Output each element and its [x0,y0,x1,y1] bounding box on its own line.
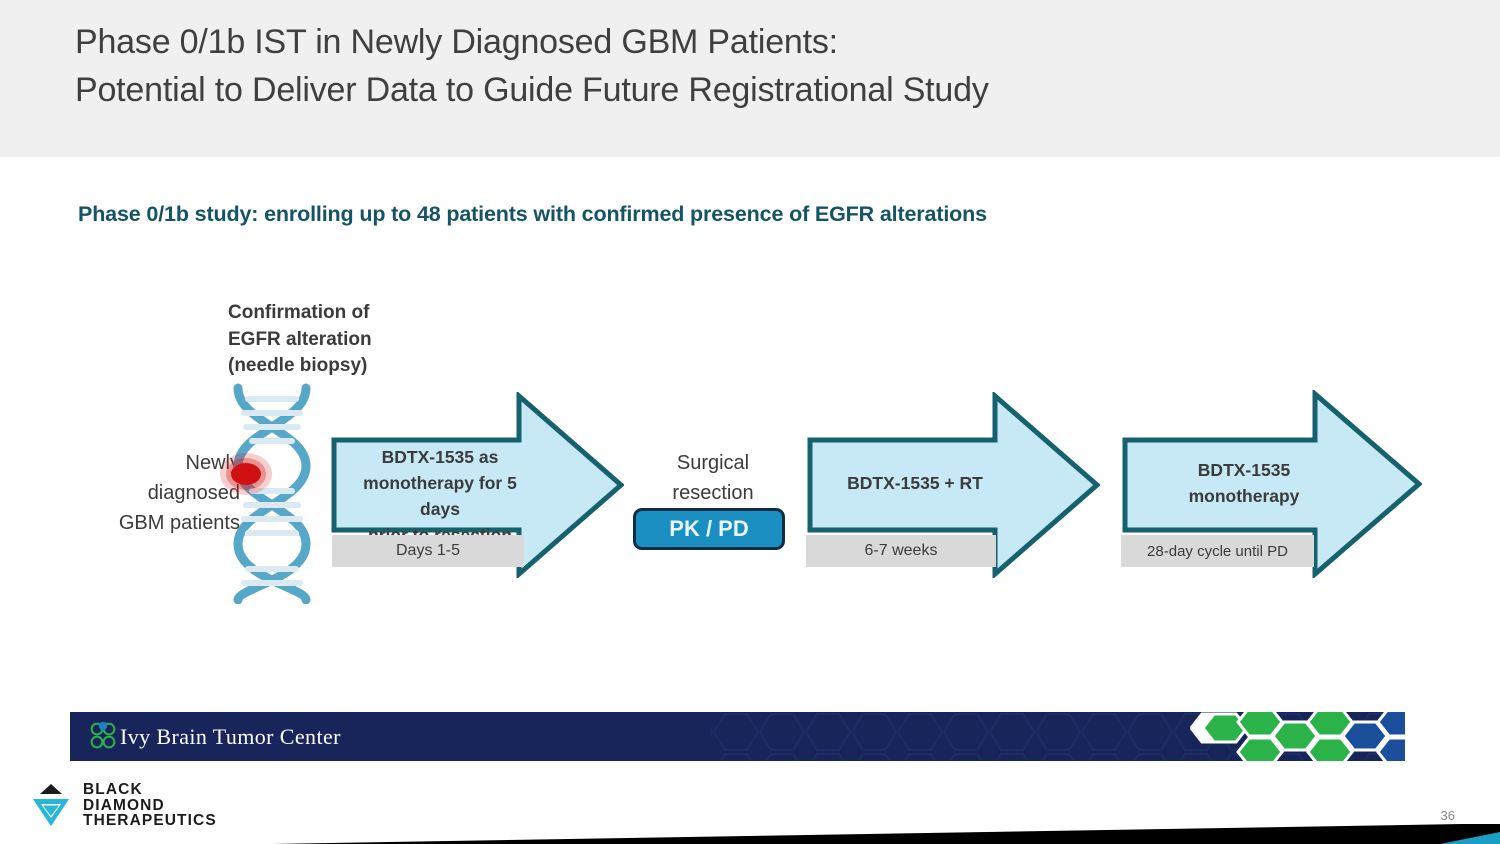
patients-label: Newly diagnosed GBM patients [118,452,240,534]
ivy-leaf-icon [90,722,116,749]
page-title: Phase 0/1b IST in Newly Diagnosed GBM Pa… [75,23,989,109]
ivy-brain-tumor-center-banner: Ivy Brain Tumor Center [70,712,1405,761]
dna-helix-icon [216,382,328,605]
brand-line-1: BLACK [83,781,143,798]
flow-arrow-3 [1122,390,1422,578]
ivy-hexagon-cluster [1190,712,1405,761]
flow-arrow-2-duration: 6-7 weeks [806,535,996,567]
ivy-banner-text: Ivy Brain Tumor Center [120,724,341,749]
brand-line-3: THERAPEUTICS [83,812,217,829]
diamond-icon [33,784,69,826]
flow-arrow-1 [331,392,624,578]
header-band [0,0,1500,157]
brand-line-2: DIAMOND [83,796,165,814]
study-subtitle: Phase 0/1b study: enrolling up to 48 pat… [78,202,987,226]
flow-arrow-2 [807,392,1100,578]
biopsy-caption: Confirmation of EGFR alteration (needle … [228,302,372,376]
pk-pd-badge[interactable]: PK / PD [633,508,785,550]
surgical-resection-label: Surgical resection [672,452,754,504]
flow-arrow-1-duration: Days 1-5 [332,535,524,567]
flow-arrow-3-duration: 28-day cycle until PD [1121,535,1314,567]
page-number: 36 [1440,808,1455,823]
